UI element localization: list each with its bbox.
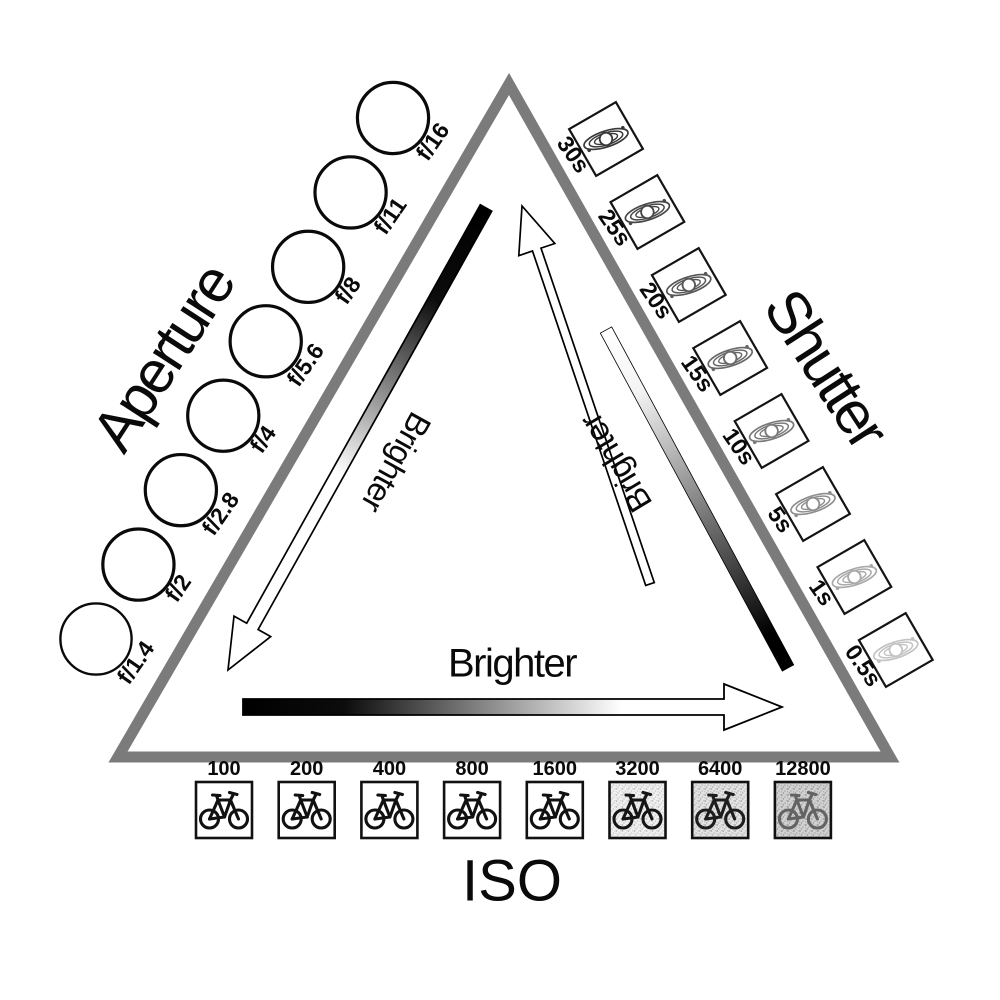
bicycle-icon <box>529 790 580 830</box>
bicycle-icon <box>612 790 663 830</box>
iso-stop-label: 200 <box>290 758 323 780</box>
triangle-outline <box>108 72 900 763</box>
aperture-brighter-arrow <box>226 203 493 672</box>
shutter-frame <box>609 173 686 251</box>
shutter-frame <box>857 611 935 689</box>
galaxy-icon <box>624 198 671 226</box>
iso-frame <box>773 780 833 840</box>
bicycle-icon <box>447 790 498 830</box>
galaxy-icon <box>748 417 795 445</box>
shutter-gradient-bar <box>599 326 795 672</box>
iso-stop-label: 400 <box>373 758 406 780</box>
iso-frame <box>690 780 750 840</box>
aperture-icon <box>143 453 218 528</box>
bicycle-icon <box>777 790 828 830</box>
aperture-icon <box>101 527 176 602</box>
iso-frame <box>525 780 585 840</box>
bicycle-icon <box>695 790 746 830</box>
iso-stop-label: 12800 <box>775 758 831 780</box>
galaxy-icon <box>707 344 754 372</box>
aperture-icon <box>356 80 431 155</box>
bicycle-icon <box>364 790 415 830</box>
shutter-frame <box>816 538 893 616</box>
galaxy-icon <box>831 563 878 591</box>
iso-frame <box>277 780 337 840</box>
brighter-label-iso: Brighter <box>447 641 578 686</box>
aperture-icon <box>228 304 303 379</box>
iso-scale: 100 200 400 800 1600 3200 6400 12800 <box>194 758 833 840</box>
shutter-frame <box>567 100 645 178</box>
galaxy-icon <box>872 636 919 664</box>
brighter-arrows-layer <box>226 203 795 732</box>
iso-stop-label: 3200 <box>615 758 660 780</box>
iso-stop-label: 100 <box>207 758 240 780</box>
iso-stop-label: 1600 <box>533 758 578 780</box>
iso-frame <box>360 780 419 840</box>
bicycle-icon <box>281 790 332 830</box>
galaxy-icon <box>665 271 712 299</box>
iso-stop-label: 800 <box>455 758 488 780</box>
shutter-frame <box>774 465 852 543</box>
shutter-brighter-arrow <box>517 203 656 587</box>
iso-stop-label: 6400 <box>698 758 743 780</box>
iso-frame <box>194 780 254 840</box>
aperture-icon <box>186 378 261 453</box>
shutter-frame <box>733 392 810 470</box>
iso-frame <box>442 780 502 840</box>
iso-frame <box>608 780 667 840</box>
aperture-icon <box>271 229 346 304</box>
iso-axis-title: ISO <box>462 848 562 914</box>
aperture-icon <box>313 155 388 230</box>
shutter-frame <box>650 246 728 324</box>
bicycle-icon <box>198 790 250 830</box>
galaxy-icon <box>790 490 836 518</box>
galaxy-icon <box>583 125 629 153</box>
aperture-icon <box>59 602 133 676</box>
shutter-frame <box>691 319 769 397</box>
iso-brighter-arrow <box>242 682 785 732</box>
